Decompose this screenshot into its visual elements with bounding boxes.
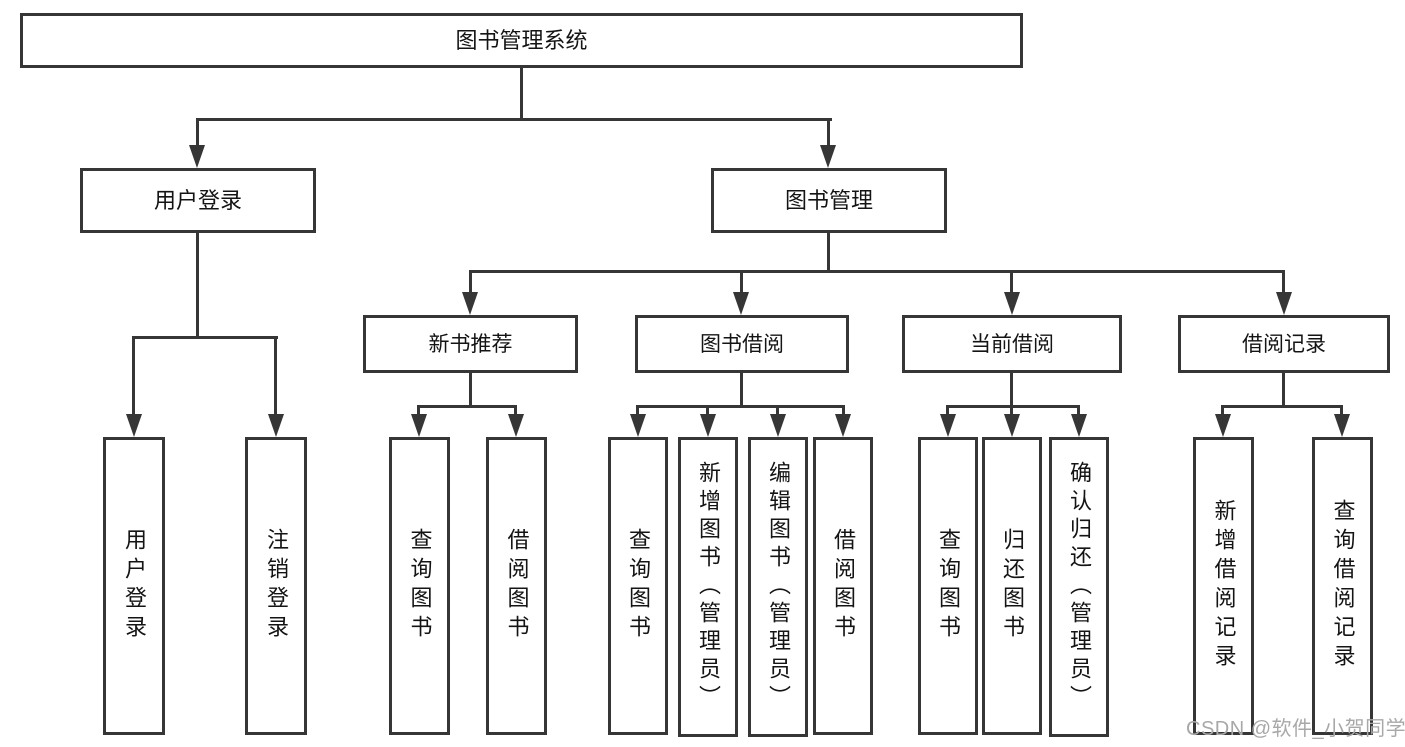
connector-stem [196,233,199,336]
connector-branch [1222,405,1343,408]
arrowhead-down-icon [1004,292,1020,315]
connector-stem [1221,405,1224,417]
connector-level3-branch [470,270,1285,273]
connector-stem [1282,270,1285,295]
arrowhead-down-icon [1071,414,1087,437]
connector-stem [1282,373,1285,407]
arrowhead-down-icon [1334,414,1350,437]
node-user-login: 用户登录 [80,168,316,233]
connector-stem [706,405,709,417]
connector-branch [637,405,845,408]
leaf-user-login: 用户登录 [103,437,165,735]
connector-stem [636,405,639,417]
arrowhead-down-icon [268,414,284,437]
leaf-query-borrow-record: 查询借阅记录 [1312,437,1373,735]
leaf-add-borrow-record: 新增借阅记录 [1193,437,1254,735]
connector-stem [417,405,420,417]
connector-level2-branch [197,118,832,121]
watermark: CSDN @软件_小贺同学 [1186,718,1405,740]
leaf-query-books: 查询图书 [608,437,668,735]
leaf-add-book-admin: 新增图书（管理员） [678,437,738,737]
node-book-management: 图书管理 [711,168,947,233]
arrowhead-down-icon [733,292,749,315]
connector-stem [1340,405,1343,417]
connector-stem [842,405,845,417]
connector-stem [274,336,277,416]
arrowhead-down-icon [1276,292,1292,315]
leaf-logout: 注销登录 [245,437,307,735]
connector-branch [947,405,1080,408]
connector-stem [946,405,949,417]
connector-stem [196,118,199,148]
connector-stem [740,373,743,407]
arrowhead-down-icon [411,414,427,437]
connector-stem [1010,270,1013,295]
connector-stem [469,373,472,407]
connector-stem [469,270,472,295]
leaf-query-books: 查询图书 [389,437,450,735]
connector-stem [827,118,830,148]
connector-stem [1010,373,1013,407]
connector-stem [514,405,517,417]
leaf-edit-book-admin: 编辑图书（管理员） [748,437,808,737]
connector-stem [132,336,135,416]
arrowhead-down-icon [508,414,524,437]
arrowhead-down-icon [700,414,716,437]
node-book-borrow: 图书借阅 [635,315,849,373]
arrowhead-down-icon [189,145,205,168]
connector-branch [133,336,278,339]
connector-branch [418,405,517,408]
connector-stem [776,405,779,417]
connector-root-stem [520,68,523,118]
connector-stem [827,233,830,272]
arrowhead-down-icon [1004,414,1020,437]
connector-stem [1077,405,1080,417]
node-new-book-recommend: 新书推荐 [363,315,578,373]
arrowhead-down-icon [940,414,956,437]
leaf-confirm-return-admin: 确认归还（管理员） [1049,437,1109,737]
arrowhead-down-icon [820,145,836,168]
leaf-query-books: 查询图书 [918,437,978,735]
connector-stem [1010,405,1013,417]
arrowhead-down-icon [1215,414,1231,437]
leaf-return-book: 归还图书 [982,437,1042,735]
arrowhead-down-icon [630,414,646,437]
connector-stem [740,270,743,295]
arrowhead-down-icon [126,414,142,437]
leaf-borrow-books: 借阅图书 [813,437,873,735]
node-borrow-records: 借阅记录 [1178,315,1390,373]
arrowhead-down-icon [835,414,851,437]
node-root: 图书管理系统 [20,13,1023,68]
node-current-borrow: 当前借阅 [902,315,1122,373]
arrowhead-down-icon [462,292,478,315]
leaf-borrow-books: 借阅图书 [486,437,547,735]
arrowhead-down-icon [770,414,786,437]
